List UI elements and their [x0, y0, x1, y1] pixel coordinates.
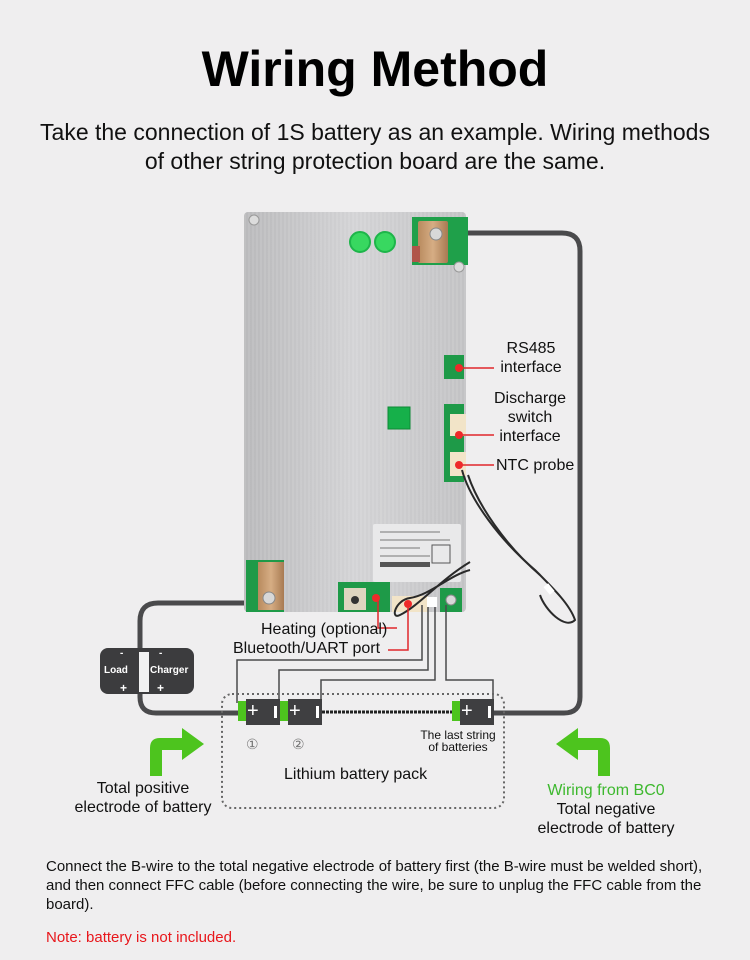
ntc-probe-label: NTC probe: [496, 457, 575, 474]
load-plus: +: [120, 681, 128, 695]
battery-pack-label: Lithium battery pack: [284, 766, 428, 783]
heating-label: Heating (optional): [261, 621, 388, 638]
pointer-dot: [455, 431, 463, 439]
page-title: Wiring Method: [201, 41, 549, 97]
total-negative-line1: Total negative: [556, 801, 656, 818]
last-string-line1: The last string: [420, 728, 496, 742]
rs485-label: RS485 interface: [496, 339, 566, 377]
pointer-lines: [377, 367, 494, 651]
battery-pack-outline: [221, 693, 505, 809]
last-string-line2: of batteries: [428, 740, 488, 754]
battery-1-number: ①: [246, 736, 259, 752]
total-positive-line1: Total positive: [96, 780, 190, 797]
pointer-dot: [455, 461, 463, 469]
battery-1-plus: +: [247, 700, 259, 722]
battery-last-plus: +: [461, 700, 473, 722]
rs485-line2: interface: [500, 359, 562, 376]
battery-last: [452, 699, 494, 725]
pointer-dots: [372, 364, 463, 608]
led-icon: [349, 231, 371, 253]
discharge-switch-label: Discharge switch interface: [488, 389, 572, 446]
load-label: Load: [104, 665, 128, 676]
charger-label: Charger: [150, 665, 189, 676]
negative-wire: [440, 230, 583, 716]
load-charger-box: [100, 648, 194, 694]
last-string-label: The last string of batteries: [416, 729, 500, 753]
note-text: Note: battery is not included.: [46, 929, 237, 946]
charger-minus: -: [159, 648, 163, 659]
instructions-text: Connect the B-wire to the total negative…: [46, 858, 703, 913]
arrow-right-icon: [150, 728, 204, 776]
ntc-cable: [461, 469, 577, 624]
bluetooth-uart-label: Bluetooth/UART port: [233, 640, 381, 657]
subtitle: Take the connection of 1S battery as an …: [40, 119, 710, 174]
balance-leads: [236, 605, 494, 703]
battery-2-plus: +: [289, 700, 301, 722]
discharge-line3: interface: [499, 428, 561, 445]
total-positive-line2: electrode of battery: [74, 799, 212, 816]
total-negative-line2: electrode of battery: [537, 820, 675, 837]
arrow-left-icon: [556, 728, 610, 776]
discharge-line1: Discharge: [493, 390, 567, 407]
pointer-dot: [455, 364, 463, 372]
battery-2-number: ②: [292, 736, 305, 752]
battery-1: [238, 699, 280, 725]
battery-2: [280, 699, 322, 725]
led-icon: [374, 231, 396, 253]
bms-board: [244, 212, 468, 612]
load-minus: -: [120, 648, 124, 659]
pointer-dot: [372, 594, 380, 602]
rs485-line1: RS485: [506, 340, 556, 357]
charger-plus: +: [157, 681, 165, 695]
total-positive-label: Total positive electrode of battery: [66, 779, 220, 817]
total-negative-label: Wiring from BC0 Total negative electrode…: [526, 781, 686, 838]
wiring-bc0-label: Wiring from BC0: [547, 782, 665, 799]
discharge-line2: switch: [507, 409, 553, 426]
pointer-dot: [404, 600, 412, 608]
